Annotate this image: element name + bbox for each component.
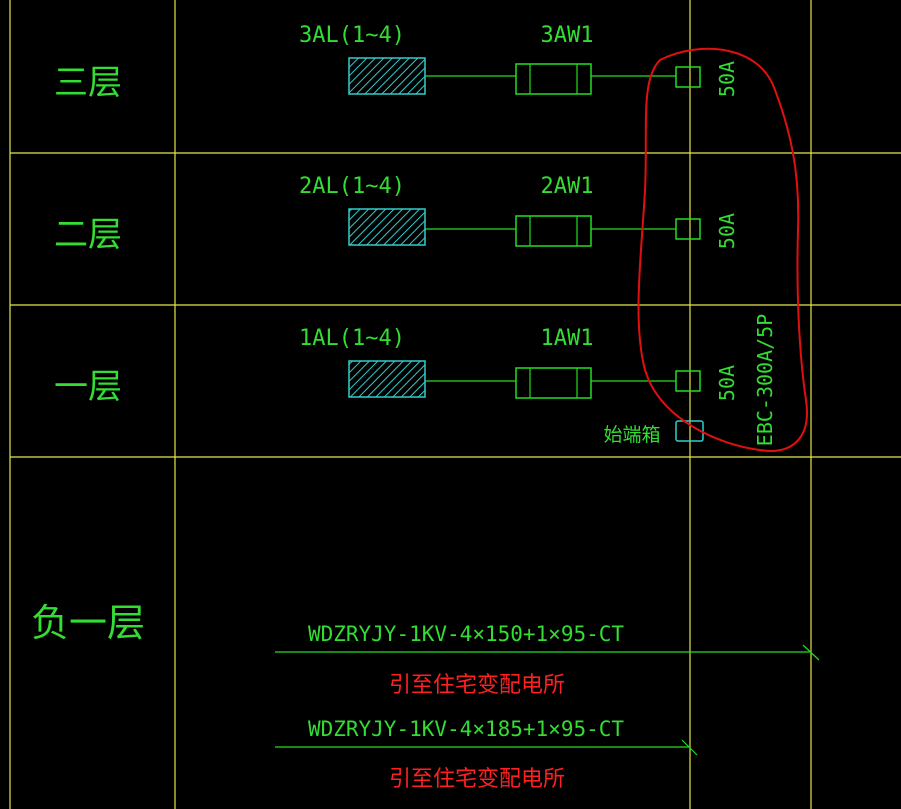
breaker-rating-3: 50A [715,61,739,97]
busway-rating: EBC-300A/5P [753,314,777,446]
cable-symbol-3 [515,63,592,95]
floor-label-2: 二层 [54,215,122,255]
floor-2-circuit: 2AL(1~4) 2AW1 50A [299,174,739,249]
feeder-2: WDZRYJY-1KV-4×185+1×95-CT 引至住宅变配电所 [275,717,698,792]
feeder-cable-1: WDZRYJY-1KV-4×150+1×95-CT [308,622,624,646]
distribution-panel-3 [348,57,426,95]
feeder-cable-2: WDZRYJY-1KV-4×185+1×95-CT [308,717,624,741]
cable-symbol-1 [515,367,592,399]
start-box [675,420,704,442]
feeder-note-1: 引至住宅变配电所 [389,673,565,698]
feeder-note-2: 引至住宅变配电所 [389,767,565,792]
panel-label-3: 3AL(1~4) [299,23,405,48]
floor-label-1: 一层 [54,367,122,407]
panel-label-2: 2AL(1~4) [299,174,405,199]
cable-label-3: 3AW1 [541,23,594,48]
breaker-1 [675,370,701,392]
breaker-3 [675,66,701,88]
floor-label-3: 三层 [54,63,122,103]
distribution-panel-2 [348,208,426,246]
cable-symbol-2 [515,215,592,247]
start-box-label: 始端箱 [603,424,660,446]
feeder-1: WDZRYJY-1KV-4×150+1×95-CT 引至住宅变配电所 [275,622,820,698]
panel-label-1: 1AL(1~4) [299,326,405,351]
cable-label-1: 1AW1 [541,326,594,351]
breaker-2 [675,218,701,240]
floor-1-circuit: 1AL(1~4) 1AW1 50A [299,326,739,401]
breaker-rating-2: 50A [715,213,739,249]
floor-label-b1: 负一层 [31,601,145,645]
cable-label-2: 2AW1 [541,174,594,199]
floor-3-circuit: 3AL(1~4) 3AW1 50A [299,23,739,97]
markup-outline [637,47,808,452]
grid [9,0,901,809]
distribution-panel-1 [348,360,426,398]
breaker-rating-1: 50A [715,365,739,401]
